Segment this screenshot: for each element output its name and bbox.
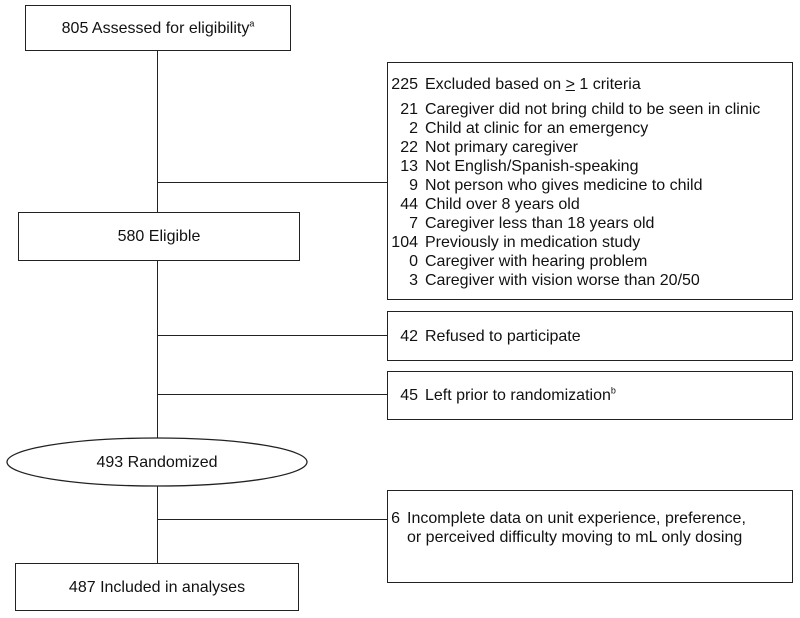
eligible-count: 580 xyxy=(117,228,145,245)
refused-count: 42 xyxy=(400,327,418,345)
incomplete-text-1: Incomplete data on unit experience, pref… xyxy=(407,510,746,527)
refused-text: 42 Refused to participate xyxy=(380,327,581,346)
randomized-label-wrap: 493 Randomized xyxy=(7,438,307,486)
assessed-count: 805 xyxy=(61,19,89,37)
excluded-reason-text: Caregiver with vision worse than 20/50 xyxy=(425,272,700,289)
excluded-reason-row: 7 Caregiver less than 18 years old xyxy=(380,214,792,233)
excluded-reason-row: 104 Previously in medication study xyxy=(380,233,792,252)
randomized-label: Randomized xyxy=(127,453,218,471)
excluded-reason-text: Caregiver did not bring child to be seen… xyxy=(425,101,761,118)
excluded-reasons-list: 21 Caregiver did not bring child to be se… xyxy=(380,100,792,290)
excluded-reason-text: Not primary caregiver xyxy=(425,139,578,156)
excluded-reason-row: 22 Not primary caregiver xyxy=(380,138,792,157)
excluded-reason-text: Child over 8 years old xyxy=(425,196,580,213)
excluded-reason-row: 9 Not person who gives medicine to child xyxy=(380,176,792,195)
branch-line-excluded xyxy=(157,182,387,184)
left-prior-box: 45 Left prior to randomizationb xyxy=(387,371,793,420)
included-text: 487 Included in analyses xyxy=(69,578,245,597)
incomplete-count: 6 xyxy=(391,510,400,527)
branch-line-incomplete xyxy=(157,519,387,521)
left-prior-count: 45 xyxy=(400,387,418,404)
left-prior-label: Left prior to randomization xyxy=(425,387,611,404)
excluded-reason-row: 13 Not English/Spanish-speaking xyxy=(380,157,792,176)
excluded-reason-count: 0 xyxy=(409,253,418,270)
assessed-text: 805 Assessed for eligibilitya xyxy=(62,19,255,38)
excluded-reason-count: 13 xyxy=(400,158,418,175)
excluded-reason-text: Caregiver less than 18 years old xyxy=(425,215,655,232)
main-flow-line-middle xyxy=(157,261,159,439)
excluded-reason-count: 21 xyxy=(400,101,418,118)
eligible-box: 580 Eligible xyxy=(18,212,300,261)
excluded-header: 225 Excluded based on > 1 criteria xyxy=(380,75,792,94)
main-flow-line-top xyxy=(157,51,159,212)
eligible-label: Eligible xyxy=(148,228,201,245)
incomplete-line-2: or perceived difficulty moving to mL onl… xyxy=(407,528,792,547)
refused-label: Refused to participate xyxy=(425,327,581,345)
excluded-count: 225 xyxy=(391,76,418,93)
excluded-label-pre: Excluded based on xyxy=(425,76,562,93)
assessed-footnote: a xyxy=(249,18,255,29)
excluded-reason-count: 44 xyxy=(400,196,418,213)
refused-box: 42 Refused to participate xyxy=(387,311,793,361)
excluded-reason-row: 2 Child at clinic for an emergency xyxy=(380,119,792,138)
left-prior-text: 45 Left prior to randomizationb xyxy=(380,386,616,405)
incomplete-text-2: or perceived difficulty moving to mL onl… xyxy=(407,529,743,546)
excluded-reason-text: Previously in medication study xyxy=(425,234,641,251)
excluded-reason-count: 2 xyxy=(409,120,418,137)
randomized-count: 493 xyxy=(96,453,124,471)
excluded-reason-count: 7 xyxy=(409,215,418,232)
eligible-text: 580 Eligible xyxy=(118,227,201,246)
excluded-reason-row: 3 Caregiver with vision worse than 20/50 xyxy=(380,271,792,290)
excluded-reason-count: 9 xyxy=(409,177,418,194)
excluded-label-post: 1 criteria xyxy=(579,76,641,93)
branch-line-left-prior xyxy=(157,394,387,396)
excluded-reason-text: Not person who gives medicine to child xyxy=(425,177,703,194)
incomplete-box: 6 Incomplete data on unit experience, pre… xyxy=(387,490,793,583)
greater-equal-symbol: > xyxy=(565,76,575,93)
incomplete-line-1: 6 Incomplete data on unit experience, pre… xyxy=(362,509,792,528)
excluded-reason-text: Child at clinic for an emergency xyxy=(425,120,649,137)
assessed-box: 805 Assessed for eligibilitya xyxy=(25,5,291,51)
included-label: Included in analyses xyxy=(100,578,246,596)
excluded-reason-count: 3 xyxy=(409,272,418,289)
included-count: 487 xyxy=(68,578,96,596)
excluded-reason-row: 44 Child over 8 years old xyxy=(380,195,792,214)
left-prior-footnote: b xyxy=(610,385,616,396)
excluded-reason-count: 22 xyxy=(400,139,418,156)
main-flow-line-bottom xyxy=(157,486,159,563)
randomized-text: 493 Randomized xyxy=(97,453,218,472)
excluded-reason-row: 0 Caregiver with hearing problem xyxy=(380,252,792,271)
excluded-reason-text: Not English/Spanish-speaking xyxy=(425,158,639,175)
excluded-reason-count: 104 xyxy=(391,234,418,251)
included-box: 487 Included in analyses xyxy=(15,563,299,611)
assessed-label: Assessed for eligibility xyxy=(91,19,250,37)
excluded-reason-text: Caregiver with hearing problem xyxy=(425,253,648,270)
excluded-reason-row: 21 Caregiver did not bring child to be se… xyxy=(380,100,792,119)
branch-line-refused xyxy=(157,335,387,337)
